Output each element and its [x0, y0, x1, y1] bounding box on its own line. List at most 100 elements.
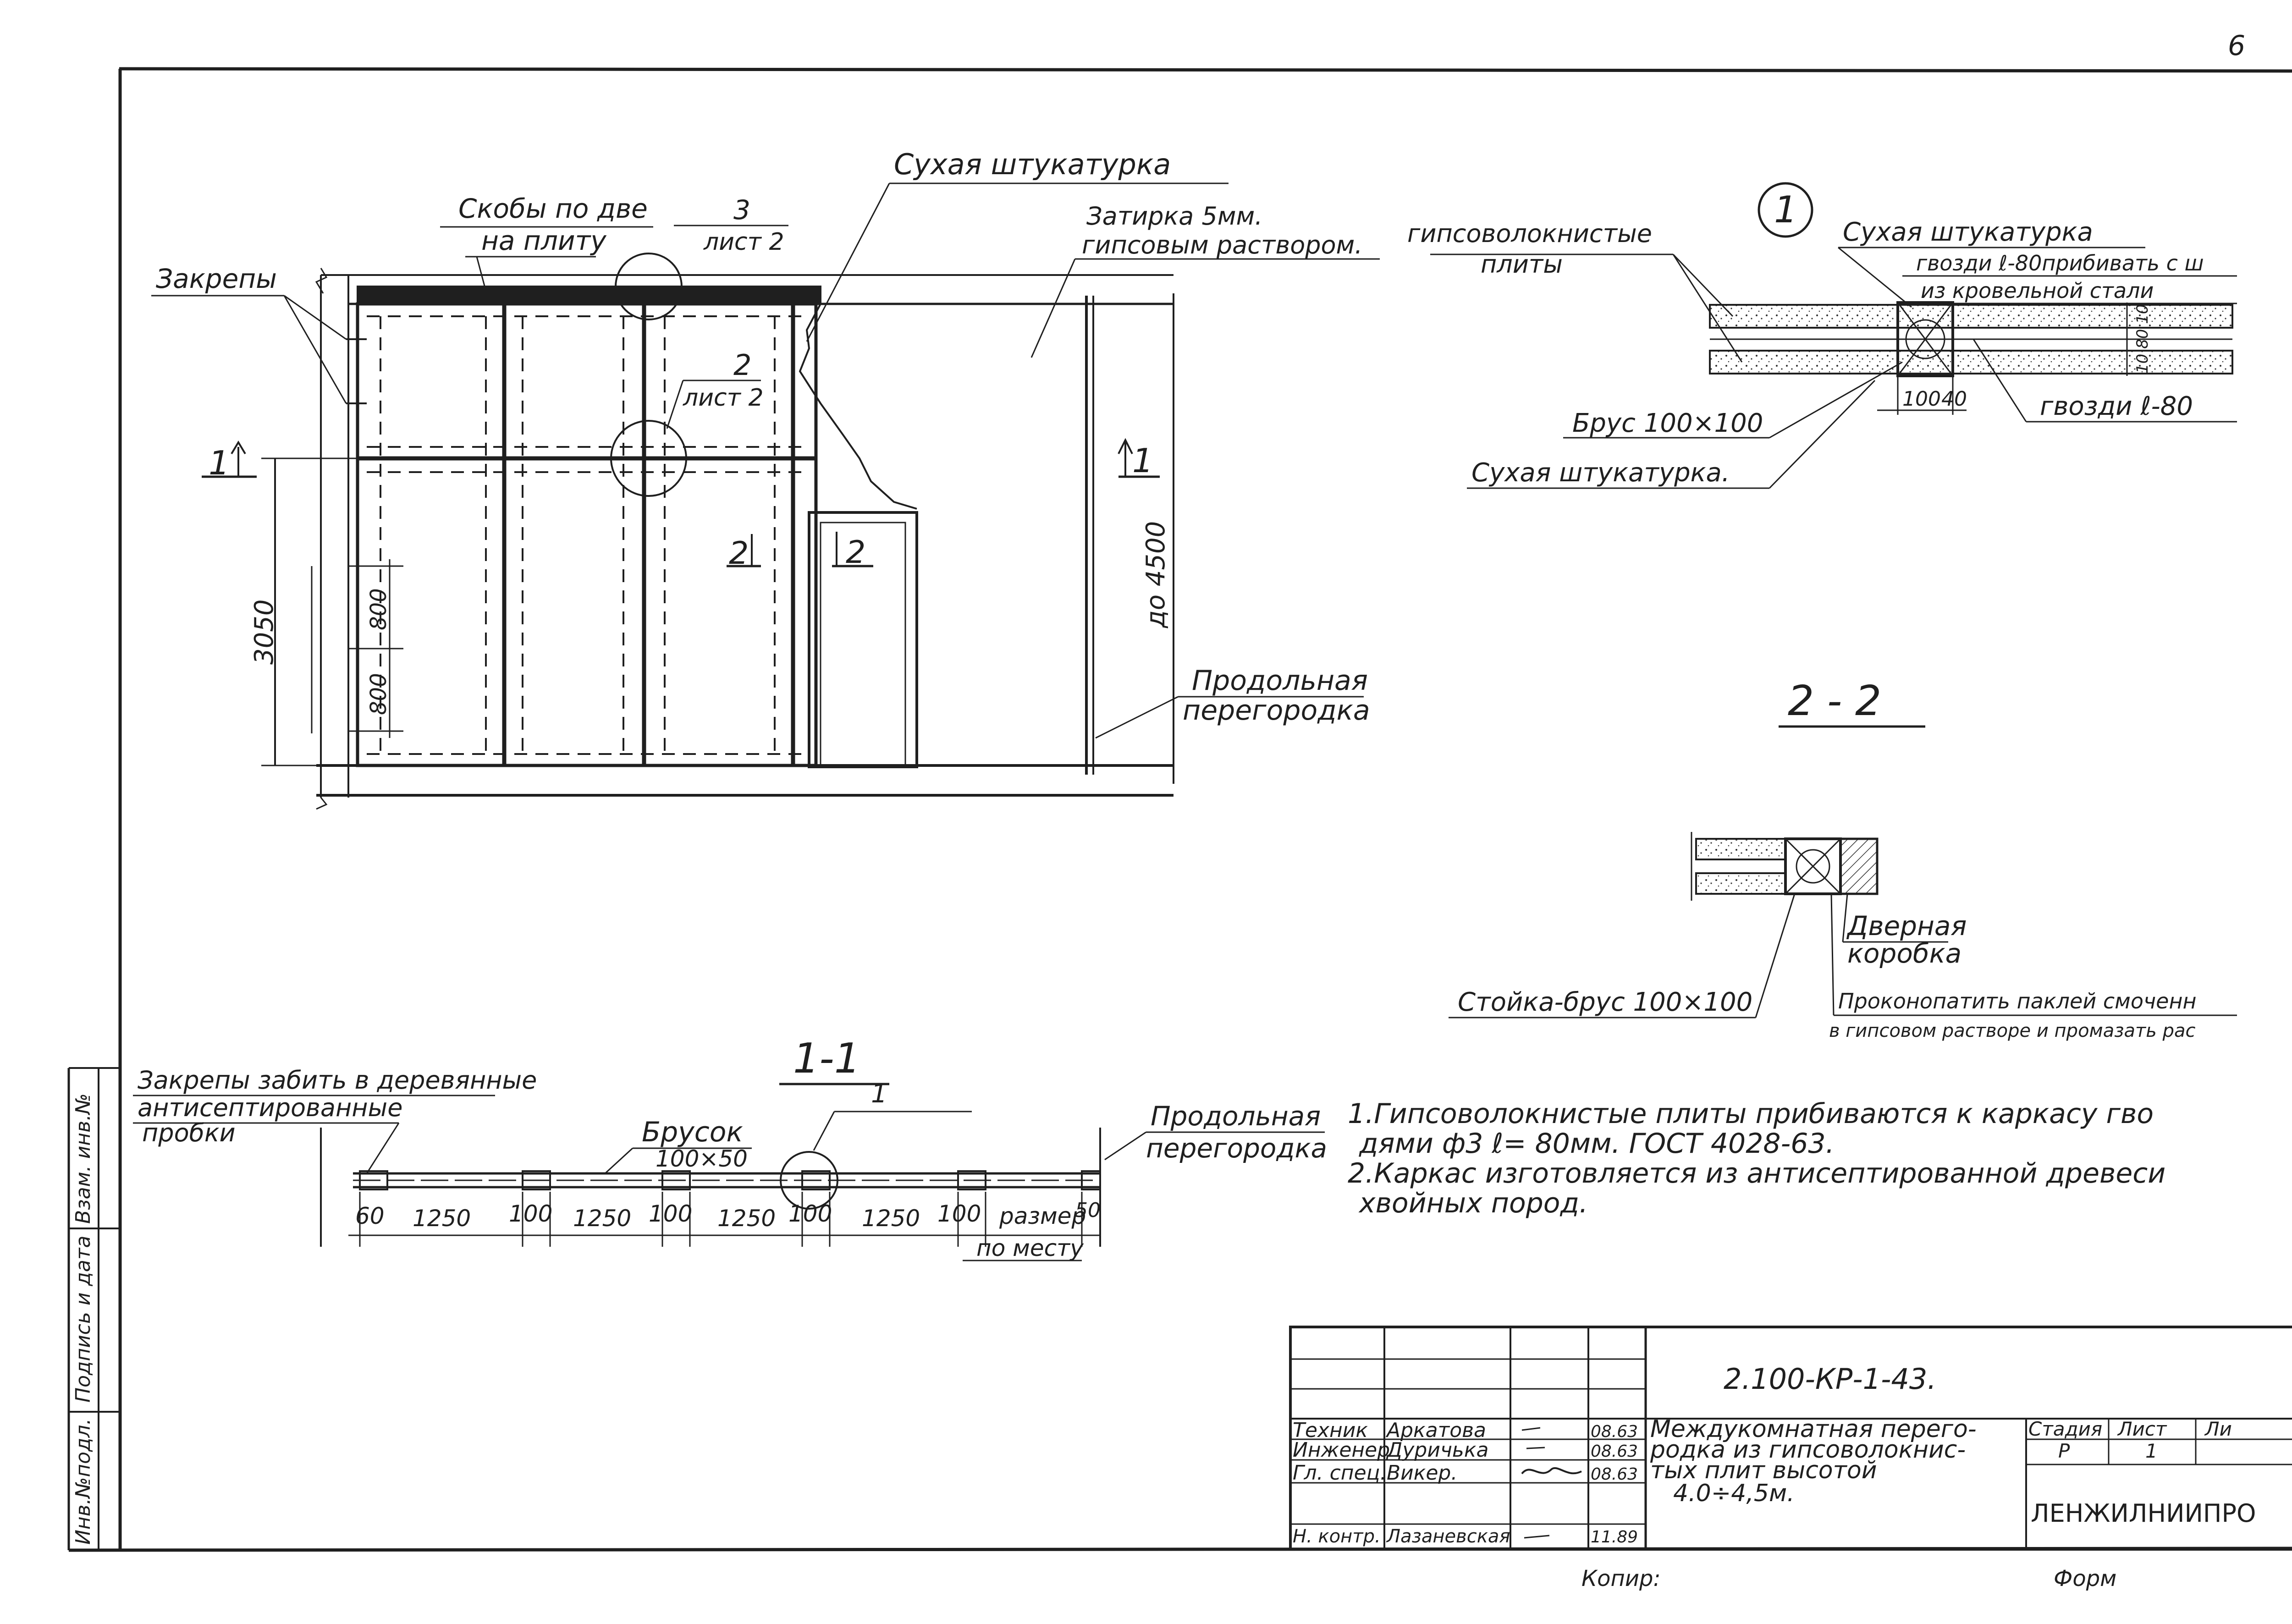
caulk-note-line2: в гипсовом растворе и промазать рас [1829, 1020, 2196, 1041]
format-fragment: Форм [2054, 1566, 2116, 1591]
max-height-dimension: до 4500 [1141, 521, 1171, 628]
dim-1250-b: 1250 [573, 1205, 631, 1232]
callout-2-number: 2 [733, 348, 751, 382]
longitudinal-partition-line1: Продольная [1192, 665, 1368, 697]
role-row-1: Техник [1293, 1419, 1368, 1442]
title-block: 2.100-КР-1-43. Техник Аркатова 08.63 Инж… [1289, 1326, 2292, 1551]
note-line-4: хвойных пород. [1358, 1187, 1588, 1219]
dim-100-d: 100 [937, 1200, 981, 1227]
name-row-1: Аркатова [1385, 1419, 1486, 1442]
longitudinal-partition-line2: перегородка [1183, 694, 1370, 727]
section-mark-2-lower: 2 [846, 534, 865, 571]
dim-1250-d: 1250 [862, 1205, 920, 1232]
section-long-partition-line2: перегородка [1146, 1133, 1327, 1164]
side-stamp-sign-date: Подпись и дата [72, 1236, 95, 1403]
callout-2-sheet: лист 2 [683, 384, 764, 412]
organization-name: ЛЕНЖИЛНИИПРО [2031, 1499, 2256, 1528]
sheet-value: 1 [2145, 1440, 2158, 1462]
clamps-label: Закрепы [156, 263, 277, 294]
callout-3-number: 3 [733, 194, 750, 226]
title-line-1: Междукомнатная перего- [1650, 1415, 1977, 1443]
section-mark-1-right: 1 [1132, 441, 1153, 480]
note-line-1: 1.Гипсоволокнистые плиты прибиваются к к… [1348, 1098, 2154, 1130]
sheet-frame [67, 67, 2292, 1552]
date-row-1: 08.63 [1591, 1422, 1638, 1441]
sheets-label: Ли [2204, 1418, 2232, 1440]
dim-100-b: 100 [649, 1200, 692, 1227]
date-row-3: 08.63 [1591, 1465, 1638, 1484]
dimension-800-upper: 800 [366, 588, 391, 630]
sheet-label: Лист [2117, 1418, 2167, 1440]
dim-60: 60 [355, 1203, 385, 1229]
role-row-4: Н. контр. [1293, 1526, 1381, 1547]
section-2-2-title: 2 - 2 [1788, 677, 1881, 725]
side-stamp: Инв.№подл. Подпись и дата Взам. инв.№ [72, 1093, 95, 1545]
grout-label-line2: гипсовым раствором. [1082, 231, 1362, 259]
caulk-note-line1: Проконопатить паклей смоченн [1838, 989, 2197, 1013]
date-row-4: 11.89 [1591, 1528, 1638, 1547]
beam-100x100-label: Брус 100×100 [1572, 408, 1763, 438]
stage-value: Р [2058, 1440, 2070, 1462]
dim-1250-c: 1250 [717, 1205, 776, 1232]
page-number: 6 [2228, 30, 2245, 62]
clamps-note-line3: пробки [142, 1118, 236, 1147]
elevation-labels: Сухая штукатурка Скобы по две на плиту З… [151, 148, 1380, 739]
clamps-note-line1: Закрепы забить в деревянные [138, 1066, 537, 1095]
dim-50: 50 [1075, 1199, 1101, 1222]
dim-100-c: 100 [788, 1200, 832, 1227]
dim-size-word: размер [999, 1203, 1086, 1229]
clamps-note-line2: антисептированные [138, 1093, 402, 1122]
section-1-1-callout-number: 1 [871, 1079, 887, 1109]
staples-label-line2: на плиту [481, 225, 606, 256]
detail-1: 1 10 80 10 гипсоволокнистые плиты Сухая … [1407, 182, 2237, 489]
dry-plaster-bottom-label: Сухая штукатурка. [1471, 458, 1730, 488]
dry-plaster-label: Сухая штукатурка [894, 148, 1171, 181]
nails-note-line2: из кровельной стали [1921, 278, 2154, 303]
note-line-2: дями ф3 ℓ= 80мм. ГОСТ 4028-63. [1359, 1128, 1835, 1160]
section-long-partition-line1: Продольная [1151, 1101, 1321, 1132]
section-mark-1-left: 1 [209, 444, 230, 482]
height-dimension-3050: 3050 [249, 599, 279, 665]
side-stamp-replace-inv: Взам. инв.№ [72, 1093, 95, 1224]
callout-3-sheet: лист 2 [703, 228, 784, 256]
copied-fragment: Копир: [1581, 1566, 1661, 1591]
section-2-2: 2 - 2 Дверная коробка Стойка-брус 100×10… [1449, 677, 2237, 1041]
bar-size: 100×50 [656, 1145, 748, 1172]
nails-note-line1: гвозди ℓ-80прибивать с ш [1916, 251, 2204, 275]
section-1-1: 1-1 1 60 [133, 1035, 1327, 1261]
title-line-4: 4.0÷4,5м. [1673, 1480, 1795, 1507]
date-row-2: 08.63 [1591, 1442, 1638, 1461]
title-line-2: родка из гипсоволокнис- [1650, 1436, 1966, 1464]
name-row-4: Лазаневская [1386, 1526, 1510, 1547]
door-frame-line2: коробка [1847, 938, 1961, 969]
dimension-100: 100 [1902, 387, 1941, 411]
dimension-40: 40 [1941, 387, 1967, 411]
thickness-dims: 10 80 10 [2133, 304, 2152, 374]
title-line-3: тых плит высотой [1650, 1457, 1877, 1484]
dim-1250-a: 1250 [413, 1205, 471, 1232]
stage-label: Стадия [2028, 1418, 2102, 1440]
dim-size-on-site: по месту [976, 1235, 1084, 1261]
gypsum-boards-line1: гипсоволокнистые [1407, 219, 1652, 248]
partition-elevation: 3050 800 800 до 4500 1 1 2 2 [202, 253, 1174, 810]
role-row-2: Инженер [1293, 1438, 1390, 1462]
nails-l80-label: гвозди ℓ-80 [2040, 391, 2193, 421]
side-stamp-inv-orig: Инв.№подл. [72, 1418, 95, 1545]
general-notes: 1.Гипсоволокнистые плиты прибиваются к к… [1348, 1098, 2165, 1219]
door-frame-line1: Дверная [1846, 910, 1967, 941]
grout-label-line1: Затирка 5мм. [1086, 202, 1262, 231]
post-beam-label: Стойка-брус 100×100 [1458, 987, 1752, 1017]
note-line-3: 2.Каркас изготовляется из антисептирован… [1348, 1157, 2165, 1189]
name-row-2: Дуричька [1386, 1438, 1488, 1462]
section-mark-2-upper: 2 [729, 535, 749, 572]
section-1-1-title: 1-1 [793, 1035, 860, 1083]
staples-label-line1: Скобы по две [458, 193, 648, 224]
dimension-800-lower: 800 [366, 673, 391, 715]
drawing-code: 2.100-КР-1-43. [1724, 1362, 1936, 1396]
detail-1-number: 1 [1774, 188, 1797, 231]
name-row-3: Викер. [1387, 1461, 1457, 1485]
role-row-3: Гл. спец. [1293, 1461, 1387, 1485]
bar-label: Брусок [642, 1116, 743, 1148]
dim-100-a: 100 [509, 1200, 552, 1227]
